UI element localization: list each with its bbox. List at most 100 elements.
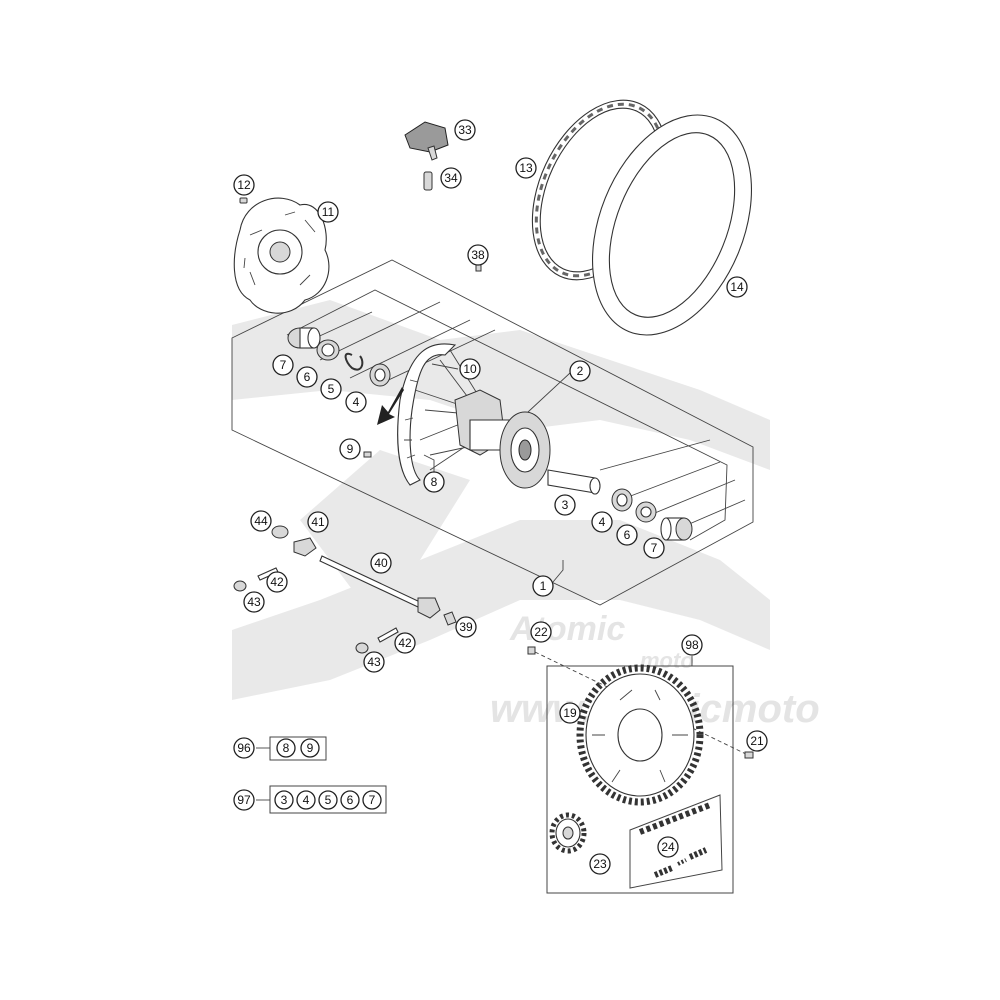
rim-lock[interactable] — [404, 121, 449, 161]
callout-22[interactable]: 22 — [530, 621, 552, 643]
leader-8 — [423, 454, 435, 472]
kit-97-item-3[interactable]: 3 — [274, 790, 294, 810]
callout-19[interactable]: 19 — [559, 702, 581, 724]
svg-text:96: 96 — [237, 741, 251, 755]
callout-33[interactable]: 33 — [454, 119, 476, 141]
kit-97[interactable] — [256, 785, 387, 814]
svg-text:44: 44 — [254, 514, 268, 528]
svg-text:12: 12 — [237, 178, 251, 192]
callout-40[interactable]: 40 — [370, 552, 392, 574]
svg-text:10: 10 — [463, 362, 477, 376]
callout-1[interactable]: 1 — [532, 575, 554, 597]
svg-text:14: 14 — [730, 280, 744, 294]
rim-lock-nut[interactable] — [423, 171, 433, 191]
callout-7-left[interactable]: 7 — [272, 354, 294, 376]
svg-text:23: 23 — [593, 857, 607, 871]
spokes[interactable] — [414, 349, 501, 471]
callout-97[interactable]: 97 — [233, 789, 255, 811]
svg-text:22: 22 — [534, 625, 548, 639]
adjusting-screw-right[interactable] — [377, 627, 399, 643]
callout-23[interactable]: 23 — [589, 853, 611, 875]
sprocket-screw[interactable] — [527, 646, 536, 655]
sprocket-group-box — [546, 665, 734, 894]
distance-bushing[interactable] — [547, 469, 601, 495]
svg-text:43: 43 — [367, 655, 381, 669]
svg-text:3: 3 — [562, 498, 569, 512]
svg-text:33: 33 — [458, 123, 472, 137]
callout-11[interactable]: 11 — [317, 201, 339, 223]
callout-42-left[interactable]: 42 — [266, 571, 288, 593]
chain-link[interactable] — [677, 847, 708, 866]
callout-43-right[interactable]: 43 — [363, 651, 385, 673]
front-sprocket[interactable] — [549, 812, 587, 854]
svg-text:41: 41 — [311, 515, 325, 529]
callout-13[interactable]: 13 — [515, 157, 537, 179]
chain-adjuster-left[interactable] — [293, 537, 317, 557]
shaft-seal-left[interactable] — [316, 339, 340, 361]
rear-hub[interactable] — [454, 389, 551, 489]
callout-6-left[interactable]: 6 — [296, 366, 318, 388]
callout-24[interactable]: 24 — [657, 836, 679, 858]
shaft-seal-right[interactable] — [635, 501, 657, 523]
callout-3[interactable]: 3 — [554, 494, 576, 516]
chain-group[interactable] — [629, 794, 723, 889]
nut-right[interactable] — [355, 642, 369, 654]
svg-text:40: 40 — [374, 556, 388, 570]
svg-text:5: 5 — [328, 382, 335, 396]
svg-text:38: 38 — [471, 248, 485, 262]
rear-sprocket[interactable] — [576, 664, 704, 806]
callout-2[interactable]: 2 — [569, 360, 591, 382]
disc-bolt[interactable] — [239, 197, 248, 204]
rotation-direction-arrow — [377, 387, 404, 425]
callout-6-right[interactable]: 6 — [616, 524, 638, 546]
callout-8[interactable]: 8 — [423, 471, 445, 493]
circlip[interactable] — [344, 352, 364, 371]
spoke-nipple[interactable] — [363, 451, 372, 458]
callout-14[interactable]: 14 — [726, 276, 748, 298]
callout-12[interactable]: 12 — [233, 174, 255, 196]
callout-4-left[interactable]: 4 — [345, 391, 367, 413]
tyre[interactable] — [562, 91, 782, 358]
callout-43-left[interactable]: 43 — [243, 591, 265, 613]
bearing-left[interactable] — [369, 363, 391, 387]
collar-bushing[interactable] — [443, 611, 457, 626]
callout-44[interactable]: 44 — [250, 510, 272, 532]
callout-96[interactable]: 96 — [233, 737, 255, 759]
kit-97-item-5[interactable]: 5 — [318, 790, 338, 810]
callout-39[interactable]: 39 — [455, 616, 477, 638]
rim[interactable] — [397, 343, 457, 486]
callout-5[interactable]: 5 — [320, 378, 342, 400]
brake-disc[interactable] — [233, 197, 330, 314]
callout-9[interactable]: 9 — [339, 438, 361, 460]
nut-left[interactable] — [233, 580, 247, 592]
kit-97-item-4[interactable]: 4 — [296, 790, 316, 810]
kit-97-item-6[interactable]: 6 — [340, 790, 360, 810]
callout-10[interactable]: 10 — [459, 358, 481, 380]
callout-41[interactable]: 41 — [307, 511, 329, 533]
wheel-spindle[interactable] — [319, 555, 441, 619]
callout-21[interactable]: 21 — [746, 730, 768, 752]
callout-34[interactable]: 34 — [440, 167, 462, 189]
callout-38[interactable]: 38 — [467, 244, 489, 266]
svg-text:43: 43 — [247, 595, 261, 609]
bearing-right[interactable] — [611, 488, 633, 512]
svg-text:2: 2 — [577, 364, 584, 378]
svg-text:39: 39 — [459, 620, 473, 634]
callout-4-right[interactable]: 4 — [591, 511, 613, 533]
spacer-left[interactable] — [287, 327, 321, 349]
svg-text:19: 19 — [563, 706, 577, 720]
svg-text:6: 6 — [304, 370, 311, 384]
spacer-right[interactable] — [660, 517, 693, 541]
callout-98[interactable]: 98 — [681, 634, 703, 656]
kit-96[interactable] — [256, 736, 327, 761]
kit-96-item-8[interactable]: 8 — [276, 738, 296, 758]
callout-7-right[interactable]: 7 — [643, 537, 665, 559]
callout-42-right[interactable]: 42 — [394, 632, 416, 654]
axle-guide-5 — [599, 439, 711, 471]
kit-96-item-9[interactable]: 9 — [300, 738, 320, 758]
kit-97-item-7[interactable]: 7 — [362, 790, 382, 810]
wheel-assembly-outline — [231, 259, 754, 606]
sprocket-nut[interactable] — [744, 751, 754, 759]
spoke-nipple-38[interactable] — [475, 264, 482, 272]
spacer-44[interactable] — [271, 525, 289, 539]
